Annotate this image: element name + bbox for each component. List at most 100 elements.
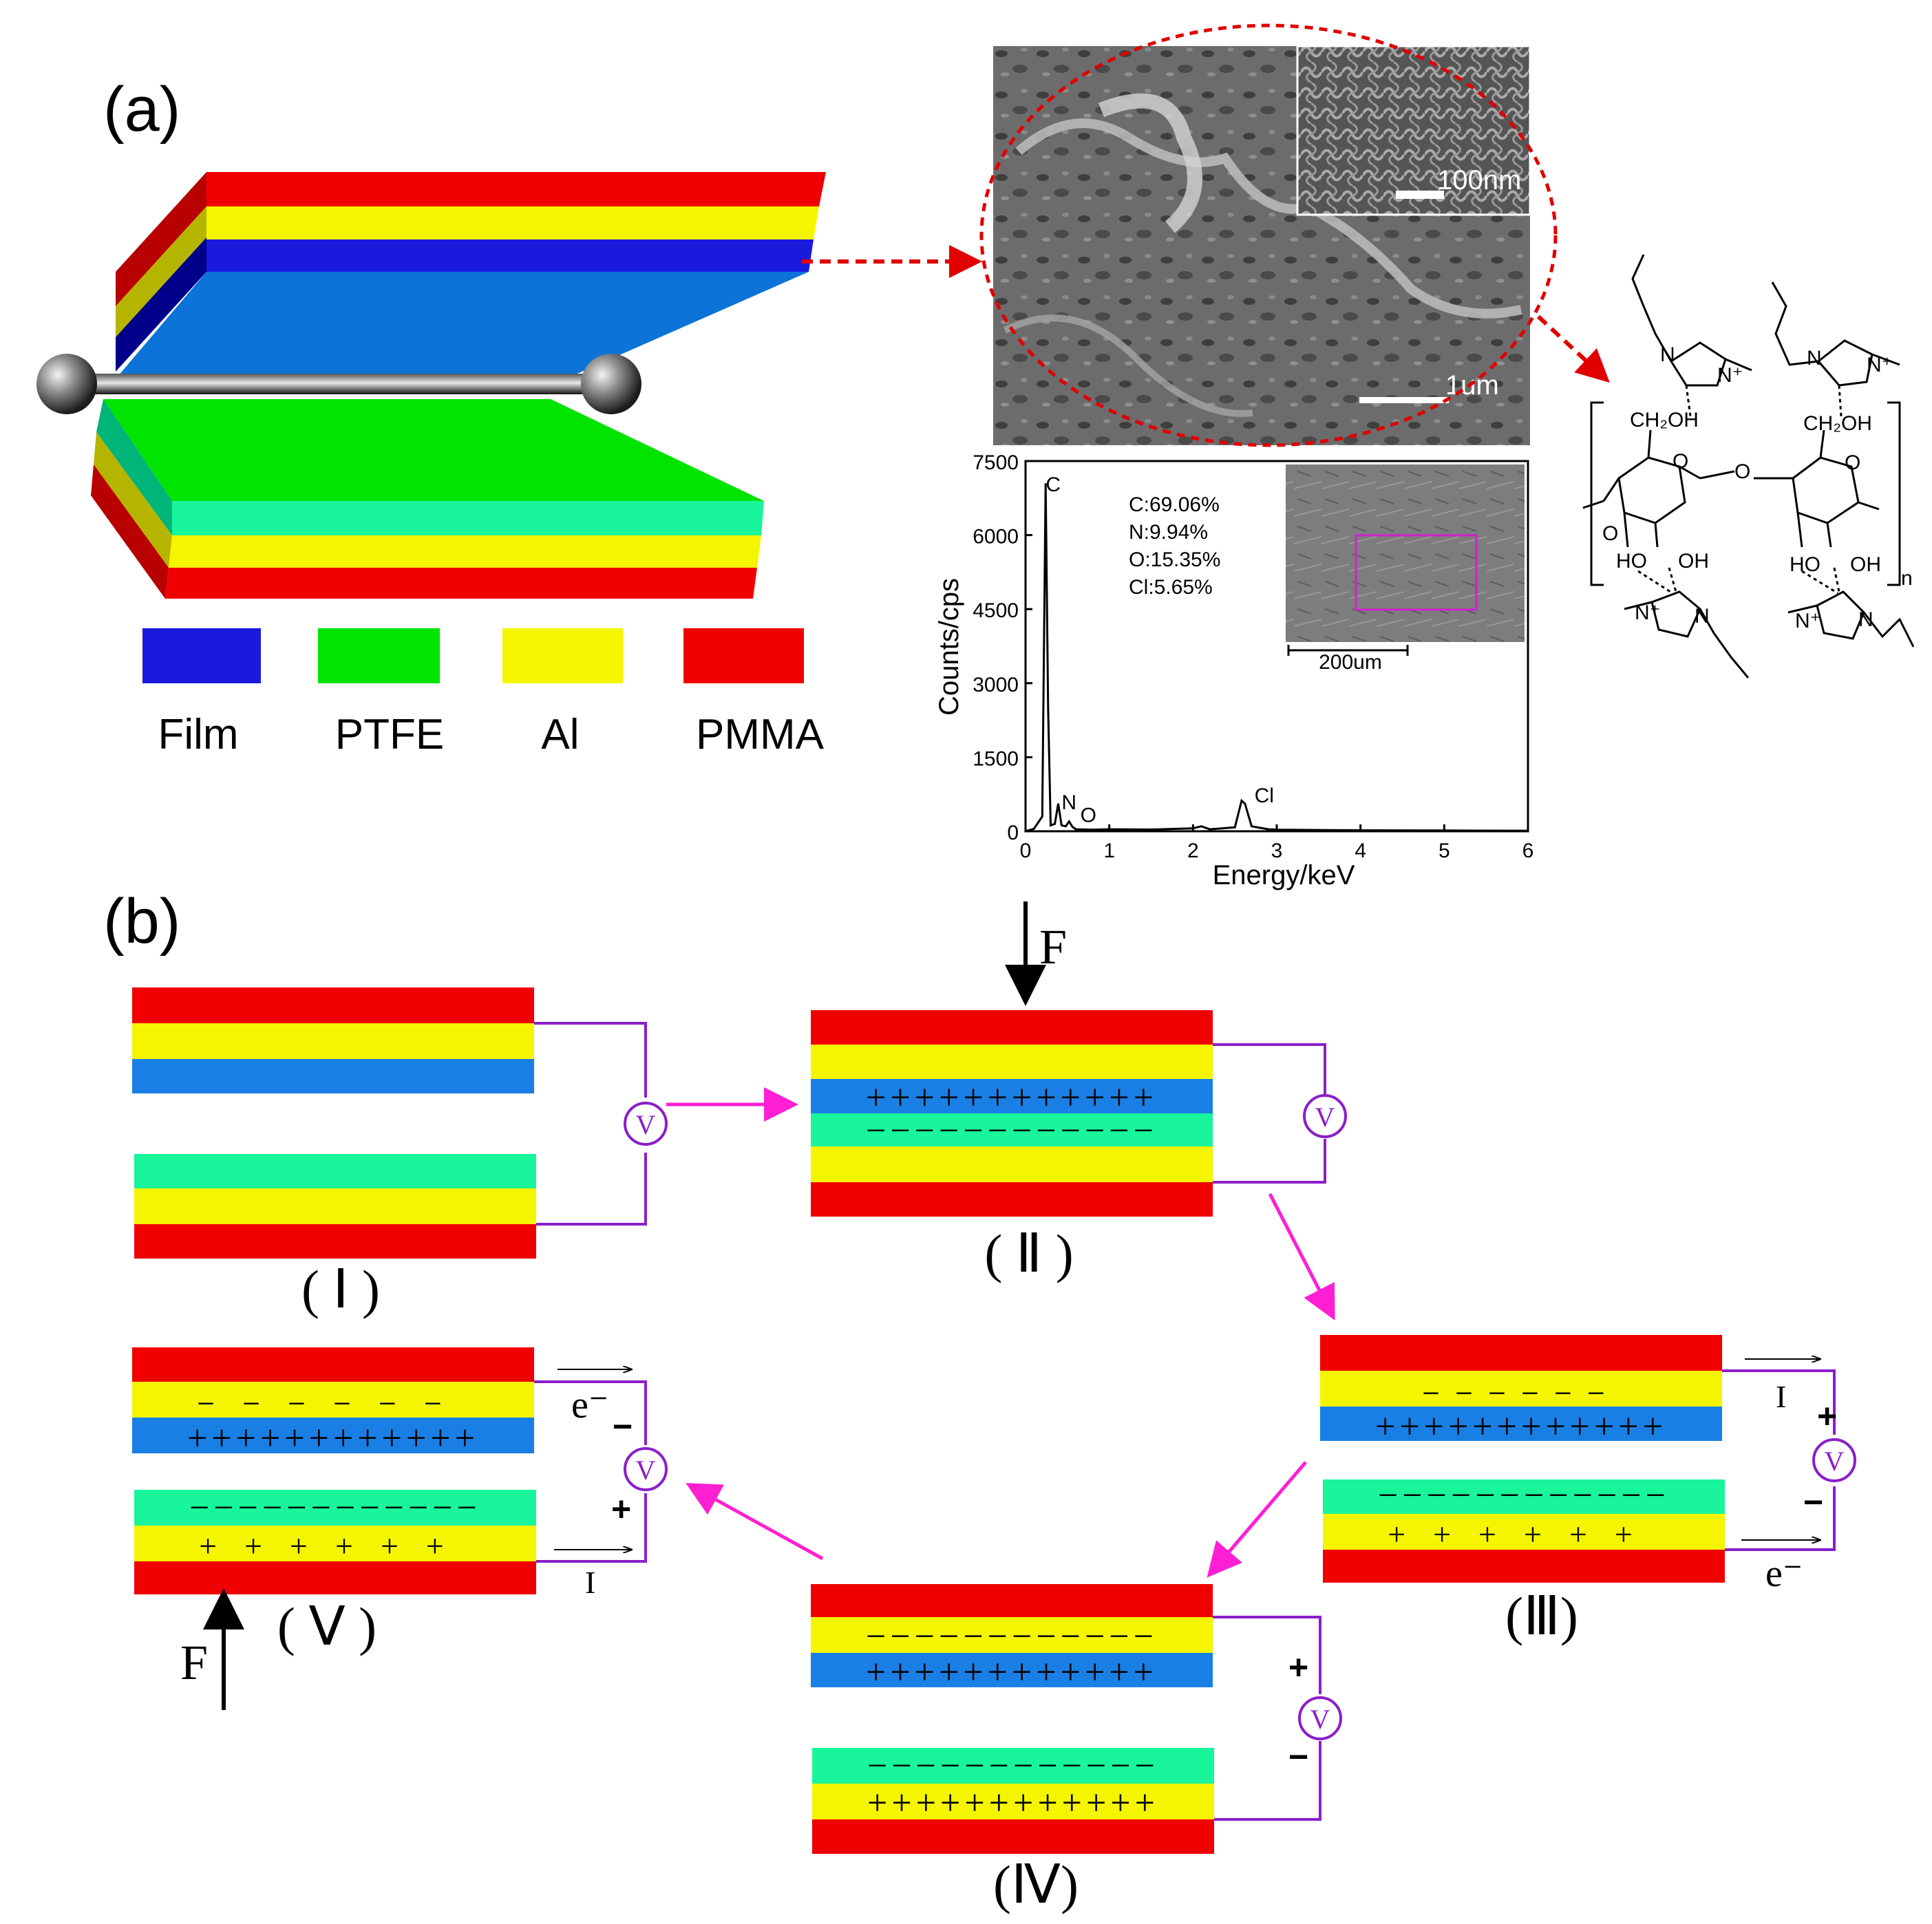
svg-text:N: N [1807, 347, 1822, 370]
svg-text:V: V [636, 1109, 656, 1140]
upper-pmma-layer [206, 172, 826, 206]
upper-al-layer [206, 206, 819, 239]
positive-charges: ++++++ [199, 1528, 471, 1563]
stage-2-label: ( Ⅱ ) [984, 1223, 1073, 1283]
stage-4: −−−−−−−−−−−− ++++++++++++ −−−−−−−−−−−− +… [811, 1584, 1342, 1914]
lower-al-layer [169, 535, 761, 568]
legend-swatch-ptfe [318, 628, 440, 683]
svg-text:F: F [1039, 919, 1067, 974]
positive-charges: ++++++++++++ [866, 1653, 1158, 1692]
legend-label-ptfe: PTFE [335, 711, 444, 758]
eds-comp-c: C:69.06% [1129, 493, 1220, 516]
svg-text:I: I [585, 1565, 595, 1600]
zoom-arrow-to-molecule [1536, 314, 1610, 383]
legend-label-al: Al [541, 711, 579, 758]
eds-spectrum-line [1025, 483, 1529, 833]
negative-charges: −−−−−−−−−−−− [866, 1111, 1158, 1151]
svg-text:N⁺: N⁺ [1795, 610, 1821, 632]
lower-ptfe-band [172, 501, 764, 535]
stage-5: −−−−−− ++++++++++++ −−−−−−−−−−−− ++++++ … [132, 1347, 668, 1710]
negative-charges: −−−−−−−−−−−− [867, 1746, 1159, 1786]
stage-3: −−−−−− ++++++++++++ −−−−−−−−−−−− ++++++ … [1320, 1335, 1856, 1646]
stage-5-label: ( Ⅴ ) [277, 1596, 376, 1656]
legend-label-pmma: PMMA [696, 711, 825, 758]
eds-peak-label: C [1045, 473, 1061, 496]
sem-image: 100nm 1um [979, 23, 1558, 447]
eds-xtick-label: 1 [1103, 840, 1115, 862]
svg-text:e⁻: e⁻ [571, 1384, 608, 1426]
svg-text:N: N [1660, 343, 1675, 366]
eds-xtick-label: 0 [1020, 840, 1032, 862]
upper-side-yellow [116, 206, 206, 337]
positive-charges: ++++++++++++ [867, 1784, 1159, 1823]
svg-text:O: O [1845, 451, 1860, 474]
eds-inset-roi [1355, 534, 1478, 611]
sem-inset-scale-label: 100nm [1437, 165, 1521, 195]
eds-peak-label: N [1061, 791, 1076, 814]
eds-ytick-label: 6000 [973, 526, 1019, 548]
eds-ytick-label: 3000 [973, 674, 1019, 696]
svg-text:N: N [1858, 608, 1873, 631]
upper-film-layer [206, 239, 814, 272]
sem-zoom-ellipse [979, 23, 1558, 447]
arrow-stage3-to-4 [1207, 1461, 1307, 1578]
svg-text:I: I [1776, 1379, 1786, 1414]
arrow-stage4-to-5 [686, 1483, 824, 1561]
voltmeter-2 [1303, 1094, 1347, 1138]
eds-ytick-label: 1500 [973, 747, 1019, 770]
eds-xtick-label: 5 [1439, 840, 1450, 862]
sem-scalebar [1359, 397, 1449, 403]
svg-text:OH: OH [1850, 553, 1881, 576]
upper-film-underside [110, 272, 809, 385]
panel-b-label: (b) [103, 886, 180, 956]
positive-charges: ++++++++++++ [187, 1419, 479, 1458]
legend-swatch-al [502, 628, 623, 683]
svg-text:N⁺: N⁺ [1867, 354, 1893, 376]
voltmeter-4 [1298, 1696, 1342, 1740]
eds-ytick-label: 7500 [973, 451, 1019, 474]
svg-text:OH: OH [1678, 550, 1709, 573]
svg-text:N⁺: N⁺ [1717, 364, 1743, 387]
negative-charges: −−−−−− [197, 1386, 469, 1421]
eds-peak-label: Cl [1255, 784, 1274, 807]
eds-ytick-label: 0 [1007, 822, 1019, 844]
sem-inset-scalebar [1396, 191, 1444, 199]
rod-ball-right [581, 354, 641, 414]
stage-1-label: ( Ⅰ ) [301, 1259, 380, 1319]
svg-text:O: O [1673, 450, 1688, 473]
stage-3-label: (Ⅲ) [1505, 1586, 1578, 1646]
legend-swatch-film [142, 628, 261, 683]
eds-xtick-label: 2 [1187, 840, 1199, 862]
lower-side-red [91, 464, 169, 599]
material-legend: Film PTFE Al PMMA [142, 628, 825, 758]
eds-inset-image [1286, 464, 1525, 642]
negative-charges: −−−−−−−−−−−− [1378, 1476, 1670, 1515]
eds-comp-cl: Cl:5.65% [1129, 576, 1213, 599]
eds-comp-o: O:15.35% [1129, 548, 1220, 571]
svg-text:O: O [1734, 460, 1750, 483]
svg-text:N⁺: N⁺ [1635, 601, 1661, 624]
teng-device-3d [36, 172, 826, 599]
upper-side-red [116, 172, 206, 306]
positive-charges: ++++++++++++ [866, 1078, 1158, 1118]
negative-charges: −−−−−− [1422, 1376, 1620, 1411]
positive-charges: ++++++ [1388, 1517, 1660, 1552]
upper-side-blue [116, 237, 206, 372]
svg-text:+: + [1817, 1397, 1837, 1435]
svg-text:CH₂OH: CH₂OH [1803, 412, 1872, 435]
stage-4-label: (Ⅳ) [993, 1854, 1079, 1914]
svg-text:HO: HO [1790, 553, 1820, 576]
rod-ball-left [36, 354, 97, 414]
svg-text:N: N [1695, 605, 1710, 628]
svg-text:−: − [1803, 1483, 1823, 1521]
eds-comp-n: N:9.94% [1129, 521, 1208, 544]
eds-xtick-label: 3 [1271, 840, 1283, 862]
eds-xtick-label: 6 [1522, 840, 1534, 862]
svg-text:V: V [636, 1455, 656, 1486]
stage-1: V ( Ⅰ ) [132, 987, 668, 1319]
svg-text:+: + [611, 1490, 631, 1528]
voltmeter-3 [1812, 1438, 1856, 1482]
eds-xtick-label: 4 [1355, 840, 1366, 862]
